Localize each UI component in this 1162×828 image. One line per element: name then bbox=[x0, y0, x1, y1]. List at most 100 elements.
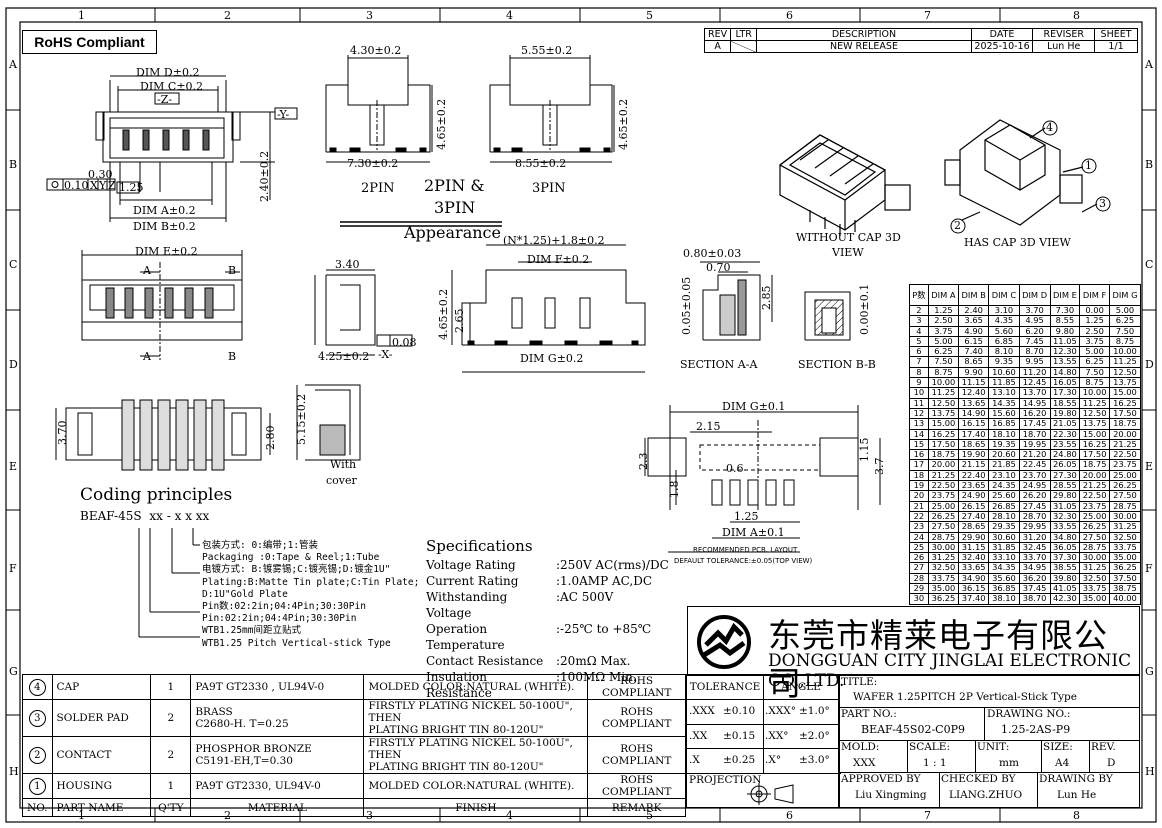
dim-table-cell: 34.90 bbox=[958, 572, 990, 585]
spec-row: Operation Temperature:-25℃ to +85℃ bbox=[426, 621, 686, 653]
dim-table-cell: 6.15 bbox=[958, 335, 990, 348]
pcb-layout-drawing bbox=[644, 405, 881, 553]
callout-circle-3 bbox=[1095, 196, 1111, 212]
dim-table-cell: 8.70 bbox=[1018, 346, 1051, 358]
spec-row: Current Rating:1.0AMP AC,DC bbox=[426, 573, 686, 589]
pcb-title: RECOMMENDED PCB. LAYOUT bbox=[693, 546, 798, 554]
dim-table-cell: 31.25 bbox=[1108, 521, 1142, 533]
pcb-23-label: 2.3 bbox=[637, 452, 650, 471]
bom-item-number: 1 bbox=[22, 773, 53, 799]
dim-table-cell: 5.00 bbox=[1079, 346, 1110, 358]
pcb-g-label: DIM G±0.1 bbox=[722, 400, 786, 413]
dim-table-cell: 5.00 bbox=[1108, 304, 1142, 317]
sec-070-label: 0.70 bbox=[706, 261, 731, 274]
front-g-label: DIM G±0.2 bbox=[520, 352, 584, 365]
dim-table-cell: 10.00 bbox=[1079, 387, 1110, 399]
dim-table-cell: 38.55 bbox=[1049, 562, 1081, 574]
front-465-label: 4.65±0.2 bbox=[437, 288, 450, 340]
dim-table-cell: 25 bbox=[909, 541, 929, 554]
tol-frame-value: 0.10 bbox=[64, 179, 89, 192]
dim-table-cell: 23.10 bbox=[988, 469, 1020, 482]
title-value: WAFER 1.25PITCH 2P Vertical-Stick Type bbox=[853, 691, 1077, 703]
dim-table-cell: 15.00 bbox=[927, 418, 960, 430]
dim-table-cell: 13.70 bbox=[1018, 387, 1051, 399]
bom-number-circle: 4 bbox=[28, 678, 46, 696]
callout-3: 3 bbox=[1099, 197, 1106, 210]
dim-table-cell: 20 bbox=[909, 490, 929, 502]
dim-table-cell: 21.25 bbox=[1079, 480, 1110, 492]
dim-table-cell: 6.25 bbox=[1079, 356, 1110, 368]
pcb-a-label: DIM A±0.1 bbox=[722, 526, 785, 539]
scale-label: SCALE: bbox=[909, 741, 950, 753]
frame-row-letter: B bbox=[9, 158, 18, 171]
title-block: TITLE: WAFER 1.25PITCH 2P Vertical-Stick… bbox=[838, 674, 1140, 808]
dim-table-cell: 6.20 bbox=[1018, 325, 1051, 337]
tolerance-at: ±3.0° bbox=[799, 754, 830, 766]
part-no-value: BEAF-45S02-C0P9 bbox=[861, 723, 965, 736]
bom-part-cell: CONTACT bbox=[51, 736, 152, 774]
dim-table-cell: 26.25 bbox=[927, 510, 960, 523]
tolerance-t: ±0.10 bbox=[723, 705, 756, 717]
dim-table-cell: 26.20 bbox=[1018, 490, 1051, 502]
bom-finish-cell: FIRSTLY PLATING NICKEL 50-100U", THEN PL… bbox=[363, 699, 589, 737]
dim-table-cell: 37.40 bbox=[958, 593, 990, 605]
projection-label: PROJECTION bbox=[687, 773, 841, 786]
dim-125-label: 1.25 bbox=[119, 181, 144, 194]
spec-row: Contact Resistance:20mΩ Max. bbox=[426, 653, 686, 669]
dim-table-cell: 28.75 bbox=[1108, 500, 1142, 512]
section-b-mark-bottom: B bbox=[228, 350, 237, 363]
ltr-value bbox=[730, 40, 758, 53]
dim-table-cell: 3 bbox=[909, 315, 929, 327]
tolerance-title: TOLERANCE bbox=[687, 675, 764, 700]
bom-item-number: 4 bbox=[22, 674, 53, 700]
dim-table-cell: 34.80 bbox=[1049, 531, 1081, 543]
dim-table-cell: 17.50 bbox=[1079, 449, 1110, 461]
has-cap-label: HAS CAP 3D VIEW bbox=[964, 236, 1071, 249]
bottom-view-drawing bbox=[55, 399, 271, 471]
dim-table-cell: 13.75 bbox=[1079, 418, 1110, 430]
frame-column-number: 8 bbox=[1073, 9, 1080, 22]
dim-table-cell: 24.90 bbox=[958, 490, 990, 502]
bom-remark-cell: ROHS COMPLIANT bbox=[587, 736, 686, 774]
dim-table-cell: 26.85 bbox=[988, 500, 1020, 512]
tolerance-block: TOLERANCE ANGLE .XXX±0.10.XXX°±1.0°.XX±0… bbox=[686, 674, 841, 808]
y-datum-label: -Y- bbox=[277, 108, 290, 121]
tolerance-at: ±1.0° bbox=[799, 705, 830, 717]
frame-row-letter: H bbox=[9, 765, 19, 778]
callout-4: 4 bbox=[1046, 121, 1053, 134]
dim-table-cell: 3.65 bbox=[958, 315, 990, 327]
front-n-label: (N*1.25)+1.8±0.2 bbox=[503, 234, 605, 247]
dim-table-cell: 18 bbox=[909, 469, 929, 482]
dim-table-cell: 10.60 bbox=[988, 366, 1020, 379]
dim-table-cell: 41.05 bbox=[1049, 583, 1081, 595]
dim-table-cell: 22.50 bbox=[927, 480, 960, 492]
dim-table-cell: 27.30 bbox=[1049, 469, 1081, 482]
dim-table-cell: 11.25 bbox=[1108, 356, 1142, 368]
dim-table-cell: 35.00 bbox=[927, 583, 960, 595]
dim-table-cell: 27 bbox=[909, 562, 929, 574]
dim-table-cell: 37.50 bbox=[1108, 572, 1142, 585]
dim-table-cell: 38.70 bbox=[1018, 593, 1051, 605]
frame-column-number: 7 bbox=[924, 809, 931, 822]
dim-table-cell: 16.05 bbox=[1049, 377, 1081, 389]
dim-table-cell: 21 bbox=[909, 500, 929, 512]
coding-line: WTB1.25mm间距立贴式 bbox=[202, 625, 301, 637]
dim-table-cell: 32.40 bbox=[958, 552, 990, 564]
frame-column-number: 6 bbox=[786, 9, 793, 22]
bom-item-number: 3 bbox=[22, 699, 53, 737]
title-label: TITLE: bbox=[841, 676, 878, 688]
bom-remark-cell: ROHS COMPLIANT bbox=[587, 699, 686, 737]
dim-table-cell: 31.05 bbox=[1049, 500, 1081, 512]
dim-table-cell: 23.70 bbox=[1018, 469, 1051, 482]
